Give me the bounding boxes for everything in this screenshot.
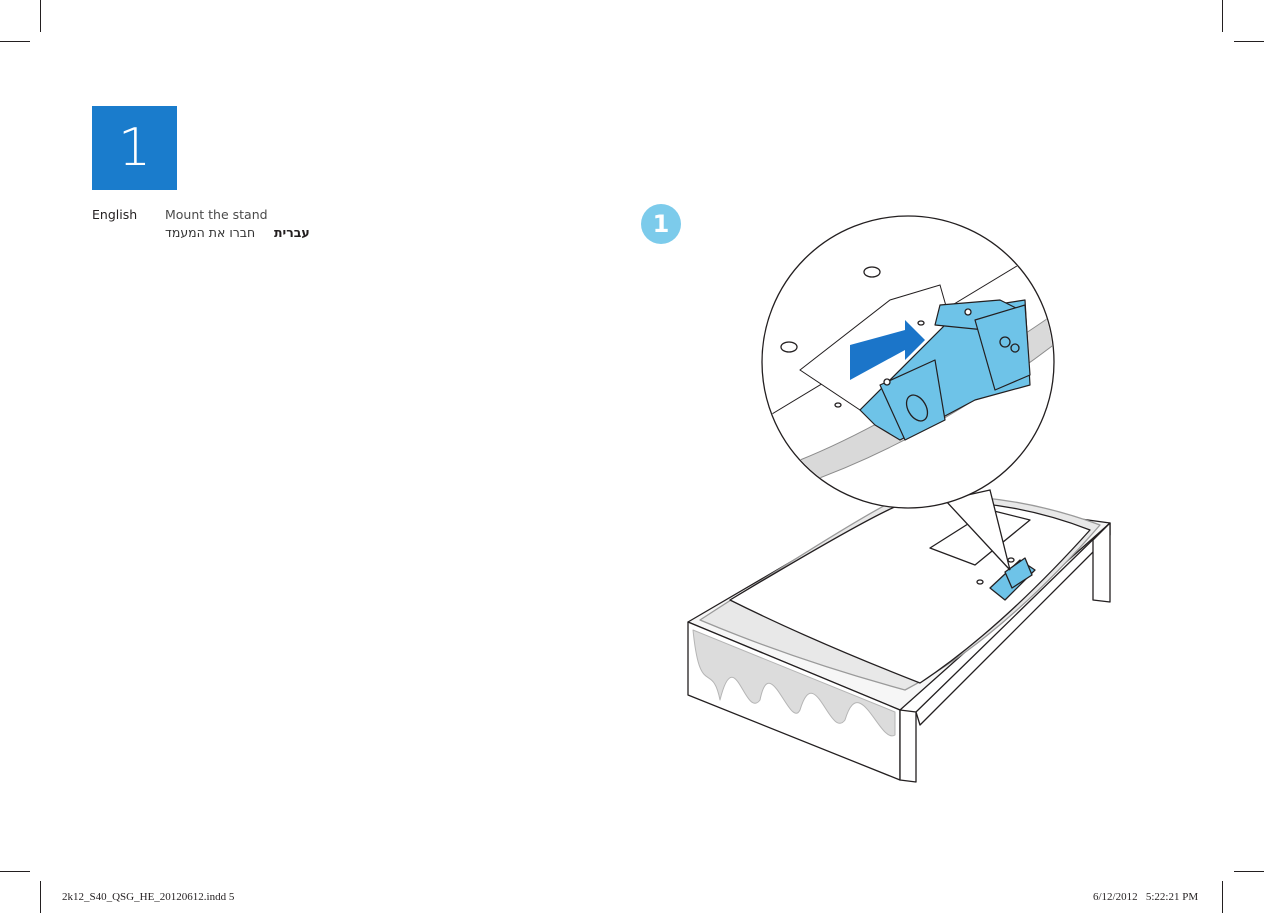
crop-mark-tl-h [0, 41, 30, 42]
mount-stand-illustration [680, 215, 1120, 790]
crop-mark-br-v [1222, 881, 1223, 913]
instruction-text-hebrew: חברו את המעמד [165, 225, 255, 240]
crop-mark-bl-h [0, 871, 30, 872]
language-label-hebrew: עברית [274, 225, 310, 240]
sub-step-badge: 1 [641, 204, 681, 244]
crop-mark-tl-v [40, 0, 41, 32]
footer-timestamp: 6/12/2012 5:22:21 PM [1093, 891, 1198, 903]
language-label-english: English [92, 207, 137, 222]
crop-mark-tr-h [1234, 41, 1264, 42]
crop-mark-tr-v [1222, 0, 1223, 32]
footer-file-name: 2k12_S40_QSG_HE_20120612.indd 5 [62, 891, 234, 903]
step-number-badge: 1 [92, 106, 177, 190]
instruction-text-english: Mount the stand [165, 207, 268, 222]
crop-mark-br-h [1234, 871, 1264, 872]
crop-mark-bl-v [40, 881, 41, 913]
